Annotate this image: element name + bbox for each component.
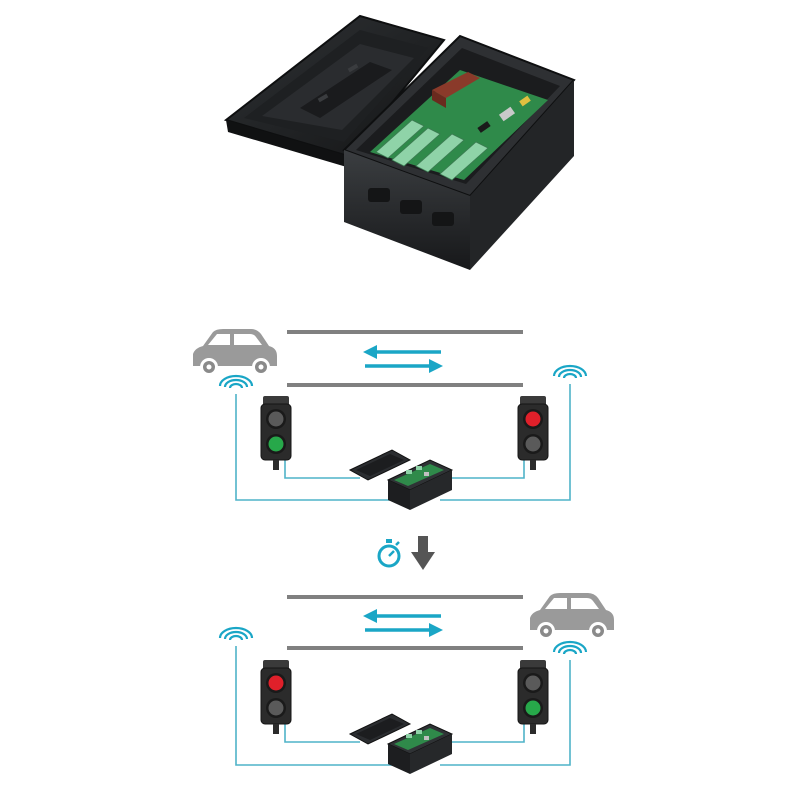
right-green-lamp (525, 436, 541, 452)
left-light-wire (284, 454, 360, 479)
two-way-arrows-icon (361, 343, 445, 375)
right-sensor-wire (440, 384, 571, 501)
right-light-wire (450, 718, 525, 743)
left-red-lamp (268, 675, 284, 691)
scenario-1 (193, 329, 588, 511)
scenario-2 (218, 593, 614, 775)
right-sensor-waves-icon (552, 364, 588, 380)
car-icon (193, 329, 277, 376)
control-box-photo (223, 14, 576, 270)
box-lid (223, 14, 446, 168)
left-traffic-light (260, 395, 292, 471)
right-red-lamp (525, 411, 541, 427)
transition (377, 536, 435, 570)
left-sensor-wire (235, 394, 400, 501)
left-green-lamp (268, 700, 284, 716)
right-green-lamp (525, 700, 541, 716)
right-traffic-light (517, 659, 549, 735)
left-traffic-light (260, 659, 292, 735)
left-sensor-wire (235, 646, 400, 766)
right-light-wire (450, 454, 525, 479)
left-green-lamp (268, 436, 284, 452)
left-light-wire (284, 718, 360, 743)
left-red-lamp (268, 411, 284, 427)
left-sensor-waves-icon (218, 626, 254, 642)
car-icon (530, 593, 614, 640)
right-red-lamp (525, 675, 541, 691)
two-way-arrows-icon (361, 607, 445, 639)
right-traffic-light (517, 395, 549, 471)
arrow-down-icon (411, 536, 435, 570)
control-box-mini (349, 449, 453, 511)
left-sensor-waves-icon (218, 374, 254, 390)
right-sensor-waves-icon (552, 640, 588, 656)
box-base (342, 34, 576, 270)
right-sensor-wire (440, 660, 571, 766)
timer-icon (377, 539, 401, 568)
